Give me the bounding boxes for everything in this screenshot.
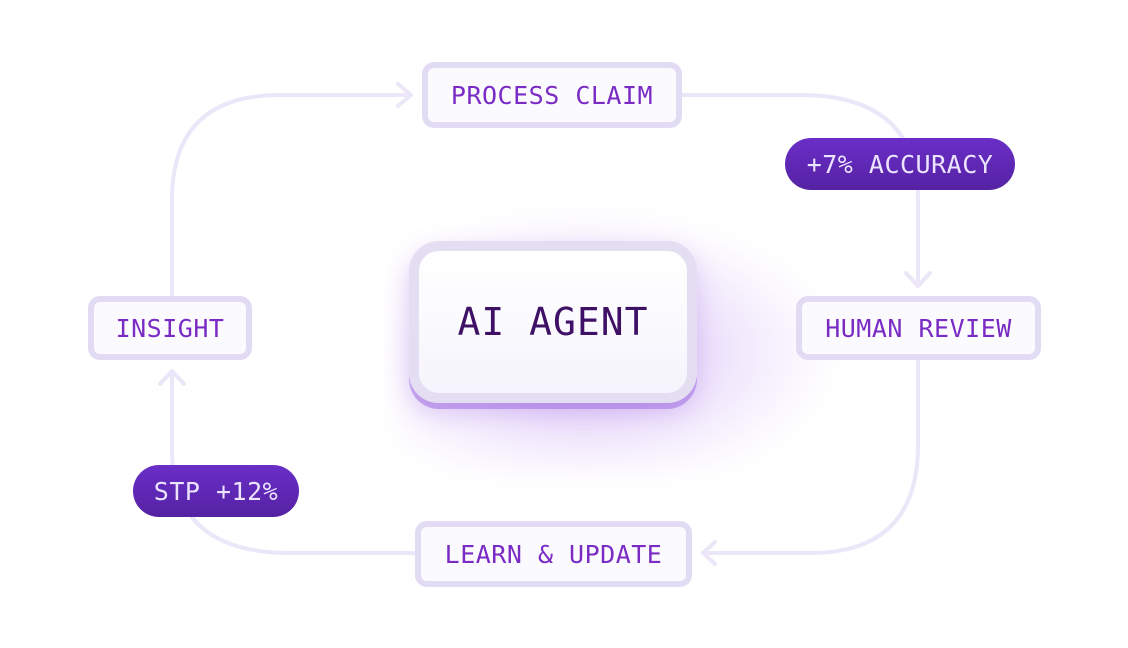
connector-human-review-to-learn-update — [703, 358, 920, 555]
center-ai-agent-label: AI AGENT — [457, 300, 649, 344]
badge-stp: STP +12% — [133, 465, 299, 517]
connector-insight-to-process-claim — [170, 93, 410, 298]
badge-accuracy: +7% ACCURACY — [785, 138, 1015, 190]
node-insight: INSIGHT — [88, 296, 252, 360]
badge-accuracy-label: +7% ACCURACY — [806, 149, 994, 179]
arrowhead-learn-update — [701, 540, 717, 566]
node-process-claim: PROCESS CLAIM — [422, 62, 682, 128]
center-ai-agent: AI AGENT — [409, 241, 697, 403]
node-learn-update-label: LEARN & UPDATE — [444, 539, 663, 569]
node-human-review: HUMAN REVIEW — [796, 296, 1041, 360]
node-insight-label: INSIGHT — [115, 313, 225, 343]
arrowhead-human-review — [904, 271, 932, 288]
badge-stp-label: STP +12% — [153, 476, 279, 506]
node-learn-update: LEARN & UPDATE — [415, 521, 692, 587]
node-process-claim-label: PROCESS CLAIM — [450, 80, 654, 110]
arrowhead-process-claim — [396, 82, 413, 108]
node-human-review-label: HUMAN REVIEW — [825, 313, 1012, 343]
arrowhead-insight — [158, 369, 186, 386]
connector-learn-update-to-insight — [170, 370, 420, 555]
